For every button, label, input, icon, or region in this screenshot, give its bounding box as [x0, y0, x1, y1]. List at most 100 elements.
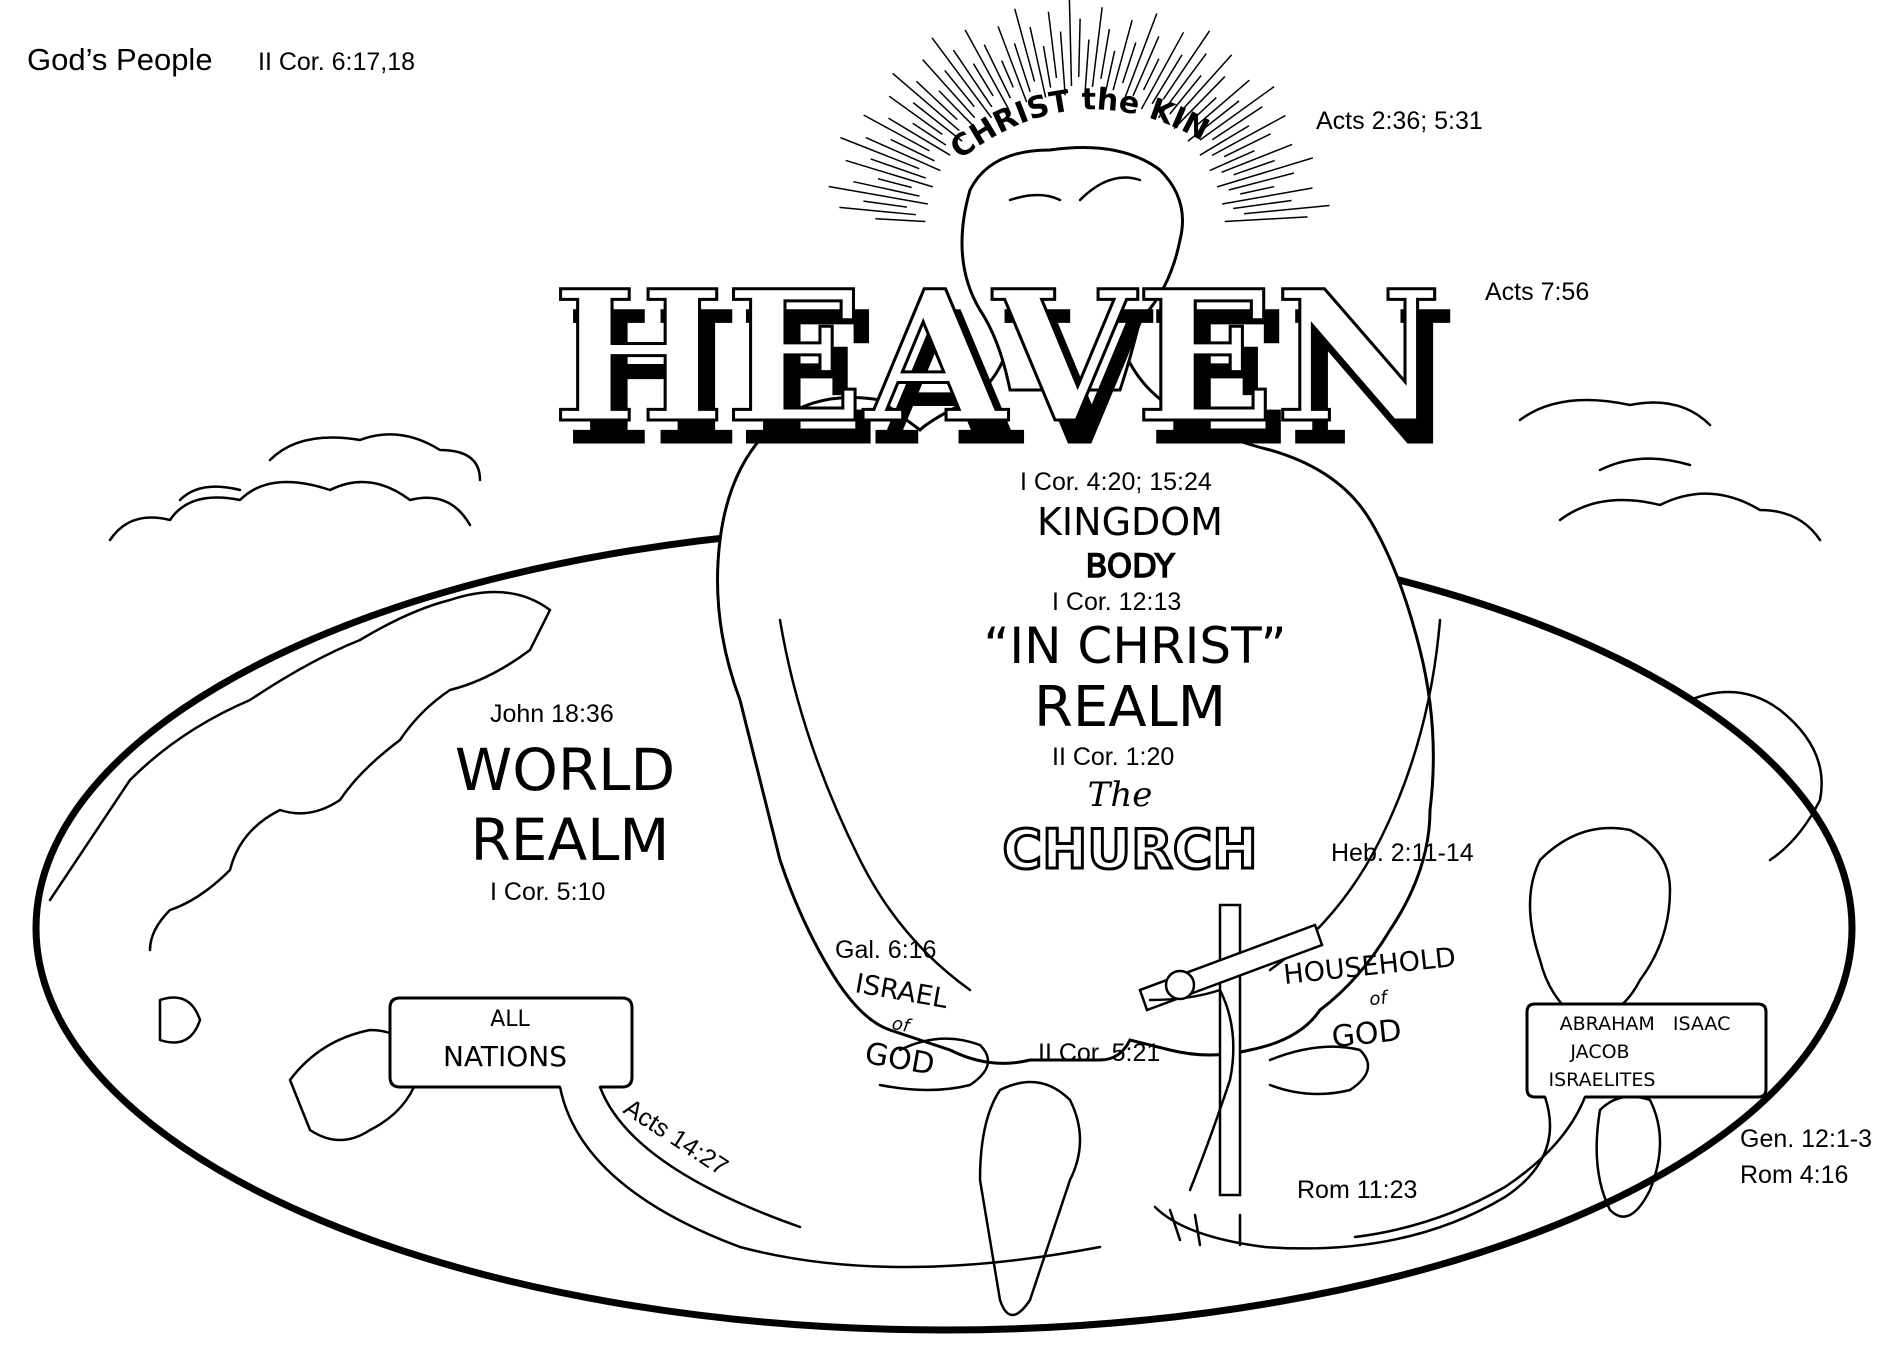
household-of-label: of [1368, 987, 1390, 1010]
halo-ray [888, 117, 951, 156]
halo-ray [1216, 157, 1314, 188]
israel-of-label: of [890, 1013, 913, 1037]
kingdom-reference: I Cor. 4:20; 15:24 [1020, 468, 1212, 496]
halo-ray [1042, 45, 1052, 88]
halo-ray [1181, 54, 1233, 112]
household-god-label: GOD [1330, 1013, 1403, 1055]
page-title-reference: II Cor. 6:17,18 [258, 48, 415, 76]
halo-ray [922, 59, 976, 119]
halo-ray [1233, 159, 1275, 176]
halo-ray [1240, 185, 1275, 195]
halo-ray [1187, 100, 1240, 142]
body-label: BODY [1085, 547, 1174, 585]
halo-ray [1222, 187, 1313, 205]
halo-ray [983, 44, 1012, 99]
halo-ray [1091, 7, 1103, 87]
world-realm-reference-bottom: I Cor. 5:10 [490, 878, 605, 906]
halo-ray [1142, 58, 1160, 91]
halo-ray [1199, 86, 1275, 141]
church-the-label: The [1088, 775, 1153, 815]
halo-ray [997, 26, 1028, 103]
halo-ray [1211, 114, 1286, 157]
world-label: WORLD [455, 736, 675, 804]
halo-ray [853, 180, 920, 197]
halo-ray [1224, 216, 1308, 223]
halo-ray [828, 185, 928, 205]
halo-ray [875, 217, 926, 223]
patriarchs-side-ref-romans: Rom 4:16 [1740, 1161, 1848, 1189]
body-reference: I Cor. 12:13 [1052, 588, 1181, 616]
halo-ray [1132, 35, 1160, 97]
halo-ray [1157, 53, 1207, 119]
halo-ray [912, 102, 963, 142]
halo-ray [1185, 96, 1217, 127]
patriarchs-line1: ABRAHAM ISAAC [1560, 1013, 1731, 1035]
halo-ray [912, 122, 947, 146]
halo-ray [1100, 28, 1111, 79]
halo-ray [1047, 11, 1058, 79]
patriarchs-box: ABRAHAM ISAAC JACOB ISRAELITES [1153, 1002, 1768, 1250]
halo-ray [964, 29, 1010, 110]
halo-rays [828, 0, 1330, 223]
halo-ray [1077, 18, 1081, 78]
halo-ray [863, 200, 908, 208]
heaven-ref-acts-7-56: Acts 7:56 [1485, 278, 1589, 306]
patriarchs-line3: ISRAELITES [1549, 1069, 1656, 1091]
halo-ray [1211, 106, 1263, 141]
household-of-god-reference: Heb. 2:11-14 [1331, 839, 1474, 867]
page-title: God’s People [27, 42, 213, 77]
in-christ-realm-label: REALM [1034, 675, 1226, 740]
halo-ray [839, 206, 916, 216]
halo-ray [1000, 60, 1014, 88]
halo-ray [877, 178, 912, 189]
patriarchs-reference: Rom 11:23 [1297, 1176, 1417, 1204]
heaven-ref-acts-2-36: Acts 2:36; 5:31 [1316, 107, 1483, 135]
halo-ray [944, 69, 975, 108]
halo-ray [1122, 13, 1158, 103]
halo-ray [915, 80, 958, 121]
cross-reference: II Cor. 5:21 [1038, 1039, 1160, 1067]
halo-ray [931, 37, 993, 119]
kingdom-label: KINGDOM [1037, 500, 1223, 544]
halo-ray [1084, 39, 1090, 96]
halo-ray [1121, 42, 1137, 84]
all-nations-line2: NATIONS [443, 1040, 567, 1073]
halo-ray [1112, 20, 1133, 91]
halo-ray [890, 138, 935, 162]
halo-ray [1059, 31, 1066, 96]
halo-ray [1140, 31, 1185, 110]
patriarchs-line2: JACOB [1569, 1041, 1629, 1063]
halo-ray [888, 95, 943, 136]
halo-ray [1013, 43, 1031, 93]
church-label: CHURCH [1002, 818, 1257, 881]
halo-ray [1169, 75, 1202, 115]
halo-ray [1151, 54, 1183, 105]
halo-ray [1029, 26, 1047, 98]
halo-ray [865, 136, 941, 172]
halo-ray [1209, 150, 1255, 172]
all-nations-box: ALL NATIONS [388, 996, 1102, 1269]
halo-ray [972, 63, 994, 97]
halo-ray [863, 114, 930, 152]
christ-figure [716, 146, 1442, 1096]
in-christ-label: “IN CHRIST” [983, 617, 1286, 675]
halo-ray [938, 90, 977, 130]
halo-ray [1162, 30, 1211, 100]
halo-ray [952, 49, 993, 108]
halo-ray [1103, 50, 1116, 98]
world-realm-label: REALM [471, 806, 670, 874]
clouds [108, 398, 1822, 542]
halo-ray [870, 158, 927, 179]
heaven-word: HEAVEN [552, 252, 1442, 463]
halo-ray [840, 136, 920, 170]
halo-ray [1014, 8, 1036, 82]
halo-ray [1199, 125, 1250, 156]
halo-ray [1068, 0, 1073, 87]
in-christ-reference: II Cor. 1:20 [1052, 743, 1174, 771]
halo-ray [1243, 204, 1330, 215]
halo-ray [845, 159, 934, 188]
halo-ray [1223, 133, 1272, 158]
halo-ray [1233, 199, 1292, 210]
halo-ray [1197, 79, 1250, 125]
